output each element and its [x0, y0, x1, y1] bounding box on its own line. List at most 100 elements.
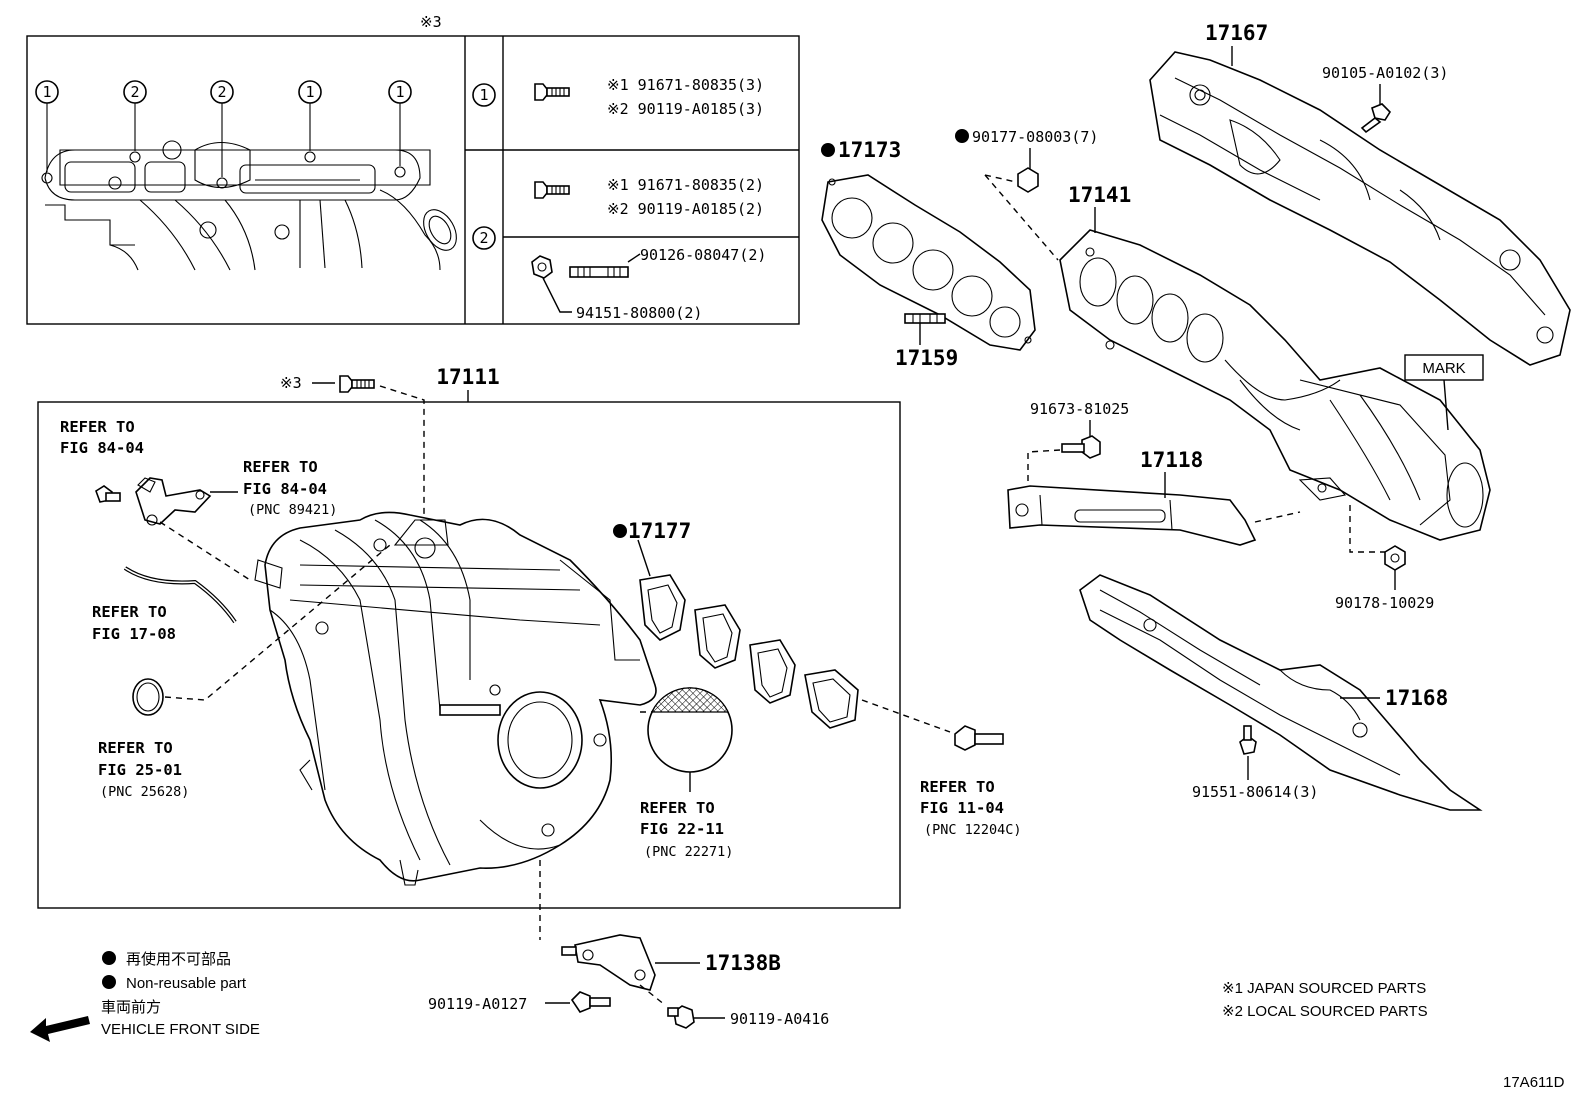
svg-text:(PNC 12204C): (PNC 12204C) [924, 822, 1022, 838]
bolt-icon [570, 991, 611, 1013]
part-17141: 17141 [1068, 183, 1131, 207]
svg-text:(PNC 25628): (PNC 25628) [100, 784, 189, 800]
legend-key-2: 2 [479, 229, 488, 247]
front-jp: 車両前方 [101, 999, 161, 1016]
part-90119-a0416: 90119-A0416 [730, 1010, 829, 1028]
part-17111: 17111 [436, 365, 499, 389]
part-17118: 17118 [1140, 448, 1203, 472]
legend-jp: 再使用不可部品 [126, 951, 231, 968]
front-en: VEHICLE FRONT SIDE [101, 1021, 260, 1038]
bolt2-line2: ※2 90119-A0185(2) [607, 200, 764, 218]
note-local: ※2 LOCAL SOURCED PARTS [1222, 1003, 1428, 1020]
inset-legend-keys: 1 2 [472, 83, 496, 250]
intake-manifold [254, 511, 657, 886]
svg-text:(PNC 22271): (PNC 22271) [644, 844, 733, 860]
bolt-icon [534, 181, 570, 199]
part-90177-08003: 90177-08003(7) [972, 128, 1098, 146]
refer-25-01: REFER TO FIG 25-01 (PNC 25628) [98, 739, 189, 800]
refer-84-04-bolt: REFER TO FIG 84-04 [60, 418, 144, 457]
bolt-icon [667, 1005, 695, 1029]
svg-text:REFER TO: REFER TO [60, 418, 135, 436]
part-91673-81025: 91673-81025 [1030, 400, 1129, 418]
non-reusable-dot [955, 129, 969, 143]
non-reusable-dot [613, 524, 627, 538]
throttle-body-gasket [647, 687, 733, 773]
bolt-icon [1061, 435, 1101, 459]
part-91551-80614: 91551-80614(3) [1192, 783, 1318, 801]
part-90119-a0127: 90119-A0127 [428, 995, 527, 1013]
intake-group: 17111 ※3 [37, 365, 1004, 1029]
inset-frame [26, 35, 800, 325]
svg-text:FIG 25-01: FIG 25-01 [98, 761, 182, 779]
bolt1-line1: ※1 91671-80835(3) [607, 76, 764, 94]
bracket-17138b [561, 934, 656, 991]
legend-key-1: 1 [479, 86, 488, 104]
part-17167: 17167 [1205, 21, 1268, 45]
bolt1-line2: ※2 90119-A0185(3) [607, 100, 764, 118]
inset-callouts: 1 2 2 1 1 [35, 80, 412, 104]
stud-part-number: 90126-08047(2) [640, 246, 766, 264]
mark-label: MARK [1422, 360, 1465, 377]
stud-icon [569, 266, 629, 278]
callout-1a: 1 [42, 83, 51, 101]
nut-icon [1384, 545, 1406, 571]
part-90105-a0102: 90105-A0102(3) [1322, 64, 1448, 82]
svg-text:FIG 84-04: FIG 84-04 [243, 480, 327, 498]
bracket-17118 [1007, 485, 1257, 546]
note-japan: ※1 JAPAN SOURCED PARTS [1222, 980, 1426, 997]
non-reusable-dot [821, 143, 835, 157]
intake-gasket [639, 574, 859, 729]
o-ring [132, 678, 164, 716]
non-reusable-dot [102, 975, 116, 989]
bolt-icon [339, 375, 375, 393]
svg-text:FIG 84-04: FIG 84-04 [60, 439, 144, 457]
svg-text:(PNC 89421): (PNC 89421) [248, 502, 337, 518]
heat-insulator-17167 [1149, 51, 1571, 366]
stud-bolt [954, 725, 1004, 751]
x3-mark: ※3 [280, 374, 302, 392]
exhaust-gasket-17173 [821, 174, 1036, 351]
heat-insulator-17168 [1079, 574, 1483, 811]
part-17159: 17159 [895, 346, 958, 370]
callout-1b: 1 [305, 83, 314, 101]
intake-group-frame [37, 401, 901, 909]
front-arrow-icon [30, 1016, 90, 1042]
part-17177: 17177 [628, 519, 691, 543]
svg-text:REFER TO: REFER TO [243, 458, 318, 476]
non-reusable-dot [102, 951, 116, 965]
part-17168: 17168 [1385, 686, 1448, 710]
svg-text:REFER TO: REFER TO [920, 778, 995, 796]
nut-icon [531, 255, 553, 279]
legend-en: Non-reusable part [126, 975, 247, 992]
stud-17159 [904, 313, 946, 324]
figure-code: 17A611D [1503, 1074, 1565, 1091]
svg-text:REFER TO: REFER TO [92, 603, 167, 621]
exhaust-manifold-17141 [1059, 229, 1491, 541]
bolt2-line1: ※1 91671-80835(2) [607, 176, 764, 194]
manifold-flange-sketch [41, 103, 457, 271]
refer-22-11: REFER TO FIG 22-11 (PNC 22271) [640, 799, 733, 860]
nut-part-number: 94151-80800(2) [576, 304, 702, 322]
svg-text:REFER TO: REFER TO [98, 739, 173, 757]
hose [124, 567, 236, 623]
svg-text:FIG 22-11: FIG 22-11 [640, 820, 724, 838]
callout-1c: 1 [395, 83, 404, 101]
bolt-pattern-inset: ※3 [26, 13, 800, 325]
bolt-icon [534, 83, 570, 101]
nut-icon [1017, 167, 1039, 193]
svg-text:FIG 17-08: FIG 17-08 [92, 625, 176, 643]
bolt-icon [1360, 103, 1392, 134]
legend: 再使用不可部品 Non-reusable part 車両前方 VEHICLE F… [30, 951, 260, 1042]
refer-11-04: REFER TO FIG 11-04 (PNC 12204C) [920, 778, 1022, 838]
refer-84-04-sensor: REFER TO FIG 84-04 (PNC 89421) [243, 458, 337, 518]
bolt-icon [1239, 725, 1257, 755]
svg-text:FIG 11-04: FIG 11-04 [920, 799, 1004, 817]
sensor-bracket [135, 477, 212, 526]
svg-text:REFER TO: REFER TO [640, 799, 715, 817]
inset-title: ※3 [420, 13, 442, 31]
part-90178-10029: 90178-10029 [1335, 594, 1434, 612]
refer-17-08: REFER TO FIG 17-08 [92, 603, 176, 643]
part-17138b: 17138B [705, 951, 781, 975]
callout-2a: 2 [130, 83, 139, 101]
